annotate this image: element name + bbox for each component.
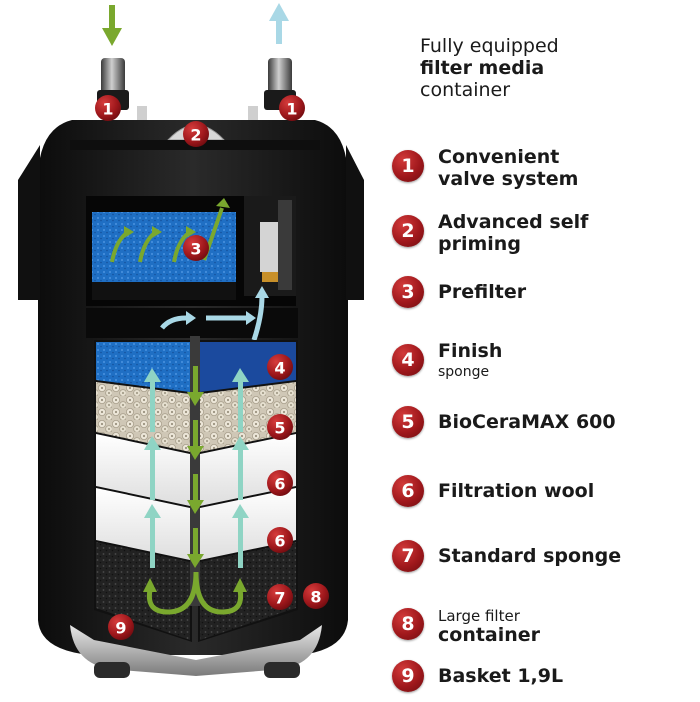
callout-wool-upper: 6 [267,470,293,496]
basket-flow-arrows [143,366,249,615]
svg-text:2: 2 [190,126,201,145]
legend-item-filtration-wool: 6 Filtration wool [392,475,692,525]
legend-item-standard-sponge: 7 Standard sponge [392,540,692,590]
filter-cutaway-diagram: 1 1 2 3 4 5 6 6 [18,3,364,678]
callout-valve-left: 1 [95,95,121,121]
side-handle-right [346,145,364,300]
heading-line-1: Fully equipped [420,35,559,57]
heading: Fully equipped filter media container [420,35,690,101]
legend-item-prefilter: 3 Prefilter [392,276,692,326]
legend-badge: 3 [392,276,424,308]
legend-item-basket: 9 Basket 1,9L [392,652,692,702]
legend-badge: 7 [392,540,424,572]
svg-text:4: 4 [274,359,285,378]
legend-badge: 6 [392,475,424,507]
right-clip [248,106,258,130]
prefilter-sponge [92,212,236,282]
callout-wool-lower: 6 [267,527,293,553]
callout-standard: 7 [267,584,293,610]
callout-bioceramax: 5 [267,414,293,440]
media-basket [94,340,192,642]
legend-item-self-priming: 2 Advanced self priming [392,211,692,261]
legend-badge: 1 [392,150,424,182]
top-flow-arrows [160,295,265,341]
legend-item-finish-sponge: 4 Finish sponge [392,340,692,390]
callout-prefilter: 3 [183,235,209,261]
inflow-arrow [102,5,122,46]
legend-badge: 5 [392,406,424,438]
callout-container: 8 [303,583,329,609]
legend-badge: 9 [392,660,424,692]
svg-text:8: 8 [310,588,321,607]
legend-badge: 4 [392,344,424,376]
side-handle-left [18,145,40,300]
legend-badge: 8 [392,608,424,640]
svg-text:7: 7 [274,589,285,608]
outflow-arrow [269,3,289,44]
legend-item-large-container: 8 Large filter container [392,604,692,654]
callout-finish: 4 [267,354,293,380]
callout-priming: 2 [183,121,209,147]
svg-text:1: 1 [102,100,113,119]
legend-item-valve-system: 1 Convenient valve system [392,146,692,196]
callout-basket: 9 [108,614,134,640]
svg-text:5: 5 [274,419,285,438]
svg-text:1: 1 [286,100,297,119]
legend-badge: 2 [392,215,424,247]
svg-text:6: 6 [274,532,285,551]
heading-line-2: filter media [420,57,545,79]
filter-base [70,625,322,676]
svg-text:3: 3 [190,240,201,259]
center-tube [190,336,200,606]
svg-text:6: 6 [274,475,285,494]
legend-item-bioceramax: 5 BioCeraMAX 600 [392,406,692,456]
left-clip [137,106,147,130]
heading-line-3: container [420,79,511,101]
callout-valve-right: 1 [279,95,305,121]
svg-text:9: 9 [115,619,126,638]
